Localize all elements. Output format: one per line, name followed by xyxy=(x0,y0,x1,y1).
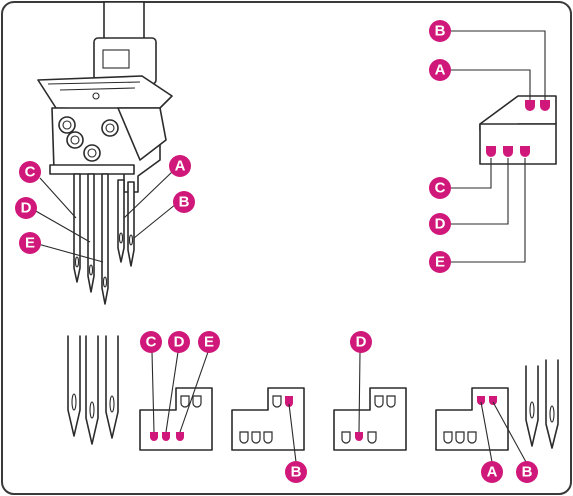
svg-text:B: B xyxy=(522,464,533,481)
needle-left-2 xyxy=(85,335,99,445)
slot-d xyxy=(162,432,170,441)
badge-b-panel4: B xyxy=(516,461,538,483)
schematic-top-right xyxy=(450,30,557,263)
svg-text:E: E xyxy=(435,254,445,271)
badge-d-panel3: D xyxy=(350,331,372,353)
wire-b xyxy=(450,30,546,100)
badge-e-machine: E xyxy=(19,232,41,254)
badge-d-bottom: D xyxy=(168,331,190,353)
needle-right-1 xyxy=(525,365,539,447)
badge-a-machine: A xyxy=(169,155,191,177)
svg-text:C: C xyxy=(25,164,36,181)
badge-c-machine: C xyxy=(19,161,41,183)
slot-e xyxy=(176,432,184,441)
svg-text:B: B xyxy=(179,194,190,211)
svg-text:B: B xyxy=(435,23,446,40)
leader-e xyxy=(37,243,104,263)
badge-e-top: E xyxy=(429,251,451,273)
svg-text:C: C xyxy=(146,334,157,351)
foot-bar xyxy=(49,164,135,175)
badge-b-machine: B xyxy=(173,191,195,213)
svg-text:B: B xyxy=(291,464,302,481)
leader-c-bottom xyxy=(151,351,155,433)
badge-a-panel4: A xyxy=(481,461,503,483)
svg-text:D: D xyxy=(174,334,185,351)
leader-d-panel3 xyxy=(358,351,361,433)
needle-right-2 xyxy=(545,359,559,449)
screw-1 xyxy=(58,116,76,134)
pin-c xyxy=(486,146,496,157)
leader-d-bottom xyxy=(165,351,179,433)
needles-left xyxy=(67,335,119,445)
needles-right xyxy=(525,359,559,449)
svg-text:E: E xyxy=(204,334,214,351)
plate-grooves xyxy=(47,81,141,91)
badge-b-panel2: B xyxy=(285,461,307,483)
slot-b-panel4 xyxy=(489,396,497,405)
svg-text:D: D xyxy=(356,334,367,351)
svg-text:A: A xyxy=(435,62,446,79)
wire-a xyxy=(450,69,531,100)
needle-d xyxy=(87,173,95,293)
svg-text:D: D xyxy=(21,200,32,217)
slot-d-panel3 xyxy=(355,432,363,441)
screw-4 xyxy=(101,119,119,137)
needle-left-1 xyxy=(67,335,81,437)
leader-b xyxy=(133,203,177,239)
pin-d xyxy=(503,146,513,157)
badge-c-top: C xyxy=(429,177,451,199)
leader-c xyxy=(39,177,77,219)
wire-c xyxy=(450,158,492,189)
slot-b xyxy=(285,396,293,407)
clamp-window xyxy=(102,49,130,69)
slot-a-panel4 xyxy=(477,396,485,405)
leader-a xyxy=(123,171,173,219)
needle-a xyxy=(117,179,125,263)
badge-c-bottom: C xyxy=(140,331,162,353)
machine-illustration xyxy=(33,1,177,305)
leader-a-panel4 xyxy=(480,401,493,463)
plate-hole xyxy=(92,92,100,100)
svg-text:E: E xyxy=(25,235,35,252)
panel-ab xyxy=(435,387,527,463)
wire-e xyxy=(450,158,526,263)
pin-b-top xyxy=(540,100,550,111)
screw-2 xyxy=(66,131,84,149)
svg-text:C: C xyxy=(435,180,446,197)
slot-c xyxy=(150,432,158,441)
leader-b-panel4 xyxy=(492,401,527,463)
badge-e-bottom: E xyxy=(198,331,220,353)
side-bracket xyxy=(117,107,167,161)
screw-3 xyxy=(83,144,101,162)
leader-d xyxy=(33,209,91,243)
wire-d xyxy=(450,158,509,225)
panel-b xyxy=(231,387,305,463)
schematic-outline-bottom xyxy=(479,123,557,165)
svg-text:A: A xyxy=(487,464,498,481)
pin-a-top xyxy=(525,100,535,111)
svg-text:D: D xyxy=(435,216,446,233)
leader-e-bottom xyxy=(179,351,209,433)
badge-a-top: A xyxy=(429,59,451,81)
badge-b-top: B xyxy=(429,20,451,42)
needle-e xyxy=(101,173,109,305)
top-plate xyxy=(37,75,173,111)
svg-text:A: A xyxy=(175,158,186,175)
needle-b xyxy=(127,181,135,267)
machine-needles xyxy=(73,173,135,305)
needle-left-3 xyxy=(105,335,119,439)
badge-d-machine: D xyxy=(15,197,37,219)
pin-e xyxy=(520,146,530,157)
panel-cde xyxy=(139,351,213,451)
panel-d xyxy=(333,351,407,451)
badge-d-top: D xyxy=(429,213,451,235)
leader-b-panel2 xyxy=(288,403,297,463)
needle-c xyxy=(73,173,81,283)
